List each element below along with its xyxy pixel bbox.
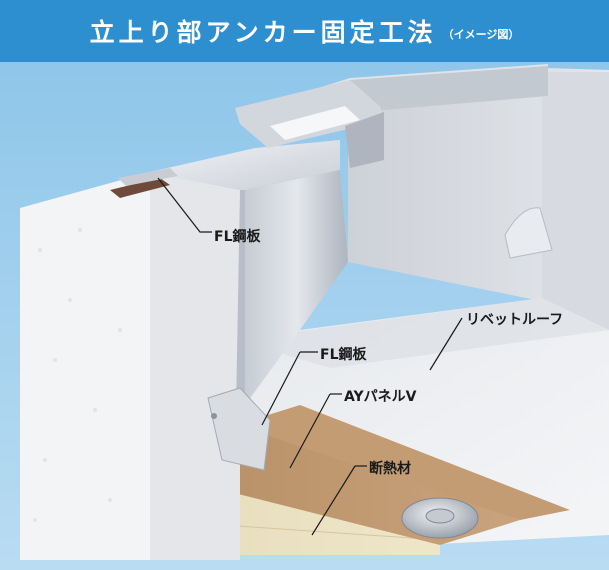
label-insulation: 断熱材: [369, 461, 411, 477]
label-ay-panel: AYパネルV: [344, 389, 417, 405]
label-rivet-roof: リベットルーフ: [466, 312, 564, 328]
diagram-subtitle: （イメージ図）: [442, 28, 520, 41]
roof-illustration: [0, 62, 609, 570]
label-fl-steel-lower: FL鋼板: [320, 347, 367, 363]
title-banner: 立上り部アンカー固定工法 （イメージ図）: [0, 0, 609, 62]
label-fl-steel-upper: FL鋼板: [214, 229, 261, 245]
diagram-title: 立上り部アンカー固定工法: [89, 18, 437, 47]
